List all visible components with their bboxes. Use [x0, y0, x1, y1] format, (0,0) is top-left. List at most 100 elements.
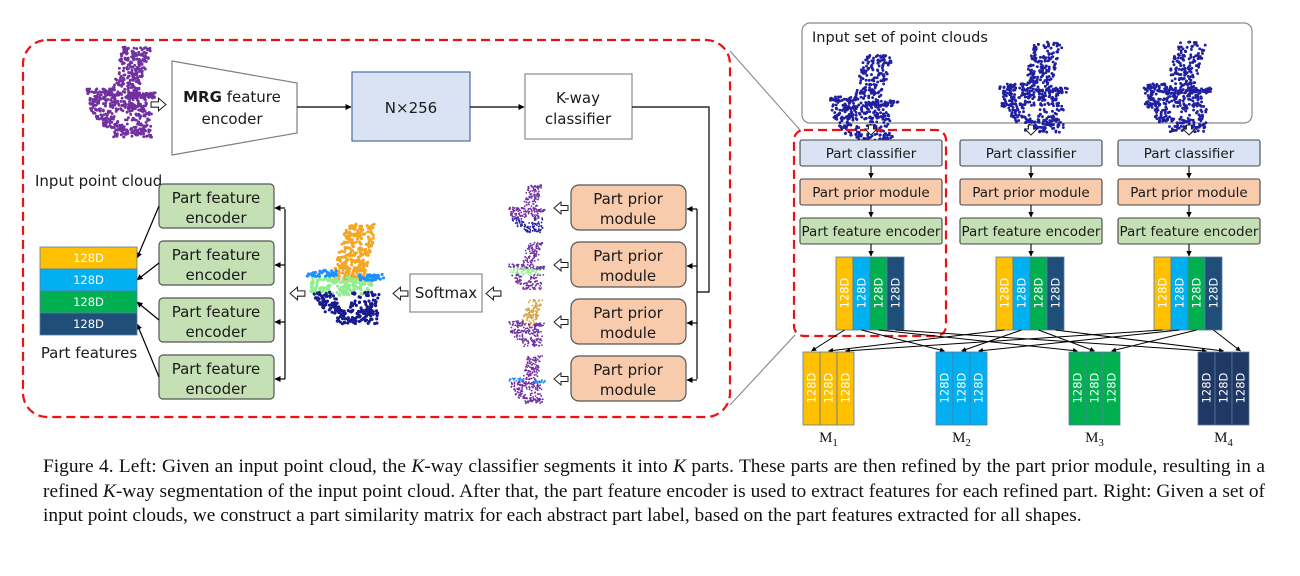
feature-bar-dim-label: 128D — [998, 277, 1012, 308]
matrix-dim-label: 128D — [955, 372, 969, 403]
matrix-dim-label: 128D — [1217, 372, 1231, 403]
part-feature-dim-label: 128D — [73, 251, 104, 265]
feature-routing-arrow — [811, 329, 845, 352]
mrg-feature-encoder-block — [171, 60, 298, 156]
softmax-block — [409, 273, 483, 313]
part-prior-label-line2: module — [600, 267, 656, 285]
part-prior-label: Part prior — [593, 304, 663, 322]
matrix-dim-label: 128D — [822, 372, 836, 403]
part-feature-encoder-block: Part feature encoder — [799, 217, 943, 245]
part-feature-encoder-block: Part feature encoder — [158, 183, 275, 229]
part-classifier-block: Part classifier — [1117, 139, 1261, 167]
part-encoder-label: Part feature — [172, 360, 261, 378]
part-prior-label-line2: module — [600, 324, 656, 342]
zoom-connector-line — [729, 50, 801, 131]
matrix-dim-label: 128D — [972, 372, 986, 403]
arrow-left-icon — [553, 372, 569, 386]
input-set-point-cloud-image — [1142, 40, 1213, 134]
part-classifier-label: Part classifier — [986, 146, 1077, 162]
k-way-classifier-label-line2: classifier — [545, 110, 612, 128]
feature-bar-dim-label: 128D — [1049, 277, 1063, 308]
feature-bar-dim-label: 128D — [855, 277, 869, 308]
part-prior-module-block: Part prior module — [799, 178, 943, 206]
part-prior-label-line2: module — [600, 381, 656, 399]
figure-diagram: Input point cloud MRG feature encoder N×… — [21, 22, 1261, 449]
input-point-cloud-image — [85, 45, 157, 139]
feature-routing-arrow — [828, 329, 1005, 353]
part-encoder-label: Part feature — [172, 189, 261, 207]
feature-routing-arrow — [845, 329, 1163, 354]
matrix-label: M4 — [1214, 430, 1233, 449]
part-encoder-label-line2: encoder — [185, 323, 247, 341]
matrix-dim-label: 128D — [1105, 372, 1119, 403]
part-encoder-label-line2: encoder — [185, 209, 247, 227]
part-encoder-label: Part feature — [172, 303, 261, 321]
zoom-connector-line — [729, 334, 796, 406]
matrix-label: M1 — [819, 430, 838, 449]
matrix-dim-label: 128D — [1234, 372, 1248, 403]
part-prior-module-block: Part prior module — [959, 178, 1103, 206]
part-classifier-label: Part classifier — [1144, 146, 1235, 162]
matrix-label: M3 — [1085, 430, 1104, 449]
part-prior-label-line2: module — [600, 210, 656, 228]
part-prior-module-block: Part prior module — [1117, 178, 1261, 206]
arrow-left-icon — [485, 286, 502, 301]
input-point-cloud-label: Input point cloud — [35, 172, 162, 190]
feature-bar-dim-label: 128D — [1156, 277, 1170, 308]
connector-arrow — [136, 323, 160, 378]
part-prior-module-block: Part prior module — [570, 298, 687, 345]
feature-map-block — [351, 71, 471, 142]
connector-arrow — [136, 262, 160, 281]
feature-bar-dim-label: 128D — [1015, 277, 1029, 308]
arrow-left-icon — [553, 258, 569, 272]
part-feature-dim-label: 128D — [73, 317, 104, 331]
matrix-dim-label: 128D — [1071, 372, 1085, 403]
feature-routing-arrow — [978, 329, 1180, 354]
k-way-classifier-block — [524, 73, 633, 140]
segmented-point-cloud-image — [305, 222, 386, 326]
part-feature-encoder-label: Part feature encoder — [1120, 224, 1259, 240]
part-encoder-label-line2: encoder — [185, 266, 247, 284]
right-column-highlight-border — [792, 128, 948, 338]
k-way-classifier-label: K-way — [556, 89, 600, 107]
part-feature-segment — [39, 312, 138, 336]
arrow-right-icon — [150, 97, 167, 112]
part-feature-encoder-block: Part feature encoder — [158, 297, 275, 343]
feature-routing-arrow — [1213, 329, 1241, 352]
part-prior-label: Part prior — [593, 361, 663, 379]
feature-bar-dim-label: 128D — [1032, 277, 1046, 308]
matrix-column — [1102, 351, 1121, 426]
connector-arrow — [136, 301, 160, 321]
feature-map-label: N×256 — [385, 99, 437, 117]
feature-bar-dim-label: 128D — [1207, 277, 1221, 308]
input-set-point-cloud-image — [998, 40, 1069, 134]
matrix-dim-label: 128D — [938, 372, 952, 403]
feature-routing-arrow — [961, 329, 1022, 352]
feature-routing-arrow — [1038, 329, 1095, 352]
part-feature-encoder-block: Part feature encoder — [959, 217, 1103, 245]
input-set-label: Input set of point clouds — [812, 30, 988, 46]
part-feature-encoder-block: Part feature encoder — [1117, 217, 1261, 245]
matrix-column — [1231, 351, 1250, 426]
part-prior-output-cloud-image — [508, 298, 545, 348]
part-classifier-label: Part classifier — [826, 146, 917, 162]
part-classifier-block: Part classifier — [959, 139, 1103, 167]
matrix-dim-label: 128D — [1200, 372, 1214, 403]
feature-bar-dim-label: 128D — [1190, 277, 1204, 308]
feature-bar-dim-label: 128D — [1173, 277, 1187, 308]
figure-caption: Figure 4. Left: Given an input point clo… — [43, 456, 1265, 526]
matrix-dim-label: 128D — [1088, 372, 1102, 403]
part-prior-module-label: Part prior module — [812, 185, 930, 201]
left-panel-highlight-border — [21, 38, 732, 419]
part-prior-output-cloud-image — [508, 355, 546, 405]
connector-arrow — [136, 205, 160, 259]
softmax-label: Softmax — [415, 284, 477, 302]
feature-routing-arrow — [861, 329, 945, 353]
arrow-left-icon — [553, 201, 569, 215]
